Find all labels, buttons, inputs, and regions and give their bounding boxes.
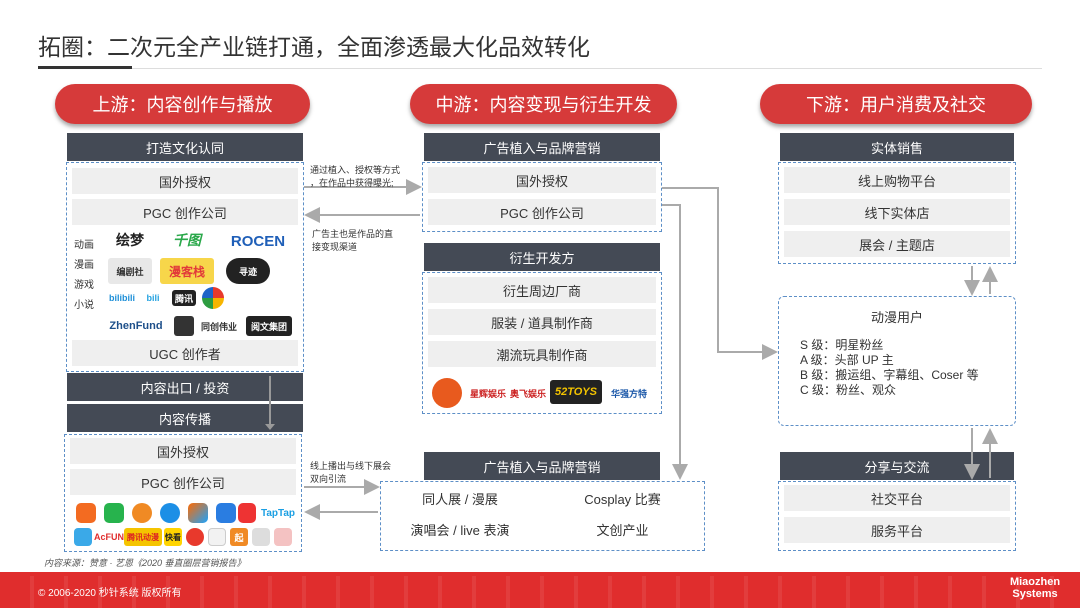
- midstream-header-ads: 广告植入与品牌营销: [424, 133, 660, 161]
- downstream-row-social: 社交平台: [784, 485, 1010, 511]
- source-note: 内容来源：赞意 · 艺恩《2020 垂直圈层营销报告》: [44, 558, 246, 568]
- downstream-pill: 下游：用户消费及社交: [760, 84, 1032, 124]
- platform-icon-youku: [160, 503, 180, 523]
- platform-icon-15: [252, 528, 270, 546]
- upstream-box-1: [66, 162, 304, 372]
- platform-icon-13: [208, 528, 226, 546]
- logo-qidian: 起: [230, 528, 248, 546]
- logo-mankezhan: 漫客栈: [160, 258, 214, 284]
- upstream-down-arrowhead: [265, 424, 275, 430]
- logo-tencent-icon: [202, 287, 224, 309]
- midstream-row-pgc: PGC 创作公司: [428, 199, 656, 225]
- logo-tencent-comic: 腾讯动漫: [124, 528, 162, 546]
- logo-xinghui: 星辉娱乐: [470, 388, 507, 399]
- genre-novel: 小说: [74, 300, 94, 311]
- midstream-grid-cultural: 文创产业: [596, 522, 649, 538]
- logo-bilibili: bili: [146, 293, 160, 303]
- logo-aofei: 奥飞娱乐: [510, 388, 547, 399]
- title-divider: [38, 68, 1042, 69]
- upstream-header-export: 内容出口 / 投资: [67, 373, 303, 401]
- note-placement: 通过植入、授权等方式 ，在作品中获得曝光;: [310, 165, 401, 188]
- midstream-row-merch: 衍生周边厂商: [428, 277, 656, 303]
- midstream-row-toys: 潮流玩具制作商: [428, 341, 656, 367]
- midstream-grid-cosplay: Cosplay 比赛: [584, 491, 661, 507]
- downstream-users-box: [778, 296, 1016, 426]
- downstream-row-online: 线上购物平台: [784, 167, 1010, 193]
- upstream-row-pgc: PGC 创作公司: [72, 199, 298, 225]
- midstream-box-1: [422, 162, 662, 232]
- midstream-header-ads-2: 广告植入与品牌营销: [424, 452, 660, 480]
- platform-icon-3: [132, 503, 152, 523]
- user-level-s: S 级：明星粉丝: [800, 338, 884, 352]
- platform-icon-12: [186, 528, 204, 546]
- platform-icon-huawei: [238, 503, 256, 523]
- downstream-row-service: 服务平台: [784, 517, 1010, 543]
- logo-qiantu: 千图: [173, 232, 201, 248]
- midstream-box-3: [380, 481, 705, 551]
- logo-tongchuang: 同创伟业: [200, 321, 237, 332]
- users-title: 动漫用户: [870, 310, 923, 325]
- midstream-header-derivative: 衍生开发方: [424, 243, 660, 271]
- midstream-row-costume: 服装 / 道具制作商: [428, 309, 656, 335]
- logo-huaqiang: 华强方特: [610, 388, 647, 399]
- upstream-pill: 上游：内容创作与播放: [55, 84, 310, 124]
- downstream-row-expo: 展会 / 主题店: [784, 231, 1010, 257]
- downstream-box-1: [778, 162, 1016, 264]
- upstream-header-culture: 打造文化认同: [67, 133, 303, 161]
- user-level-b: B 级：搬运组、字幕组、Coser 等: [800, 368, 979, 382]
- logo-yuewen: 阅文集团: [246, 316, 292, 336]
- arrow-mid-down: [662, 204, 688, 480]
- logo-kuaikan: 快看: [164, 528, 182, 546]
- genre-game: 游戏: [74, 280, 94, 291]
- midstream-row-foreign-license: 国外授权: [428, 167, 656, 193]
- logo-derivative-1: [432, 378, 462, 408]
- logo-xunji: 寻迹: [226, 258, 270, 284]
- downstream-box-3: [778, 481, 1016, 551]
- logo-huimeng: 绘梦: [116, 232, 144, 248]
- footer-pattern: [0, 576, 1080, 608]
- user-level-c: C 级：粉丝、观众: [800, 383, 897, 397]
- user-level-a: A 级：头部 UP 主: [800, 353, 894, 367]
- logo-rocen: ROCEN: [230, 232, 286, 250]
- footer-brand-logo: Miaozhen Systems: [1009, 576, 1061, 600]
- logo-taptap: TapTap: [260, 507, 296, 519]
- upstream-row-foreign-license: 国外授权: [72, 168, 298, 194]
- platform-icon-1: [76, 503, 96, 523]
- logo-small-3: 腾讯: [172, 290, 196, 306]
- downstream-row-offline: 线下实体店: [784, 199, 1010, 225]
- logo-bianjushe: 编剧社: [108, 258, 152, 284]
- arrow-mid-to-users: [662, 187, 778, 360]
- upstream-down-arrow: [269, 376, 271, 428]
- platform-icon-appstore: [216, 503, 236, 523]
- platform-icon-tencent-video: [188, 503, 208, 523]
- platform-icon-16: [274, 528, 292, 546]
- note-advertiser: 广告主也是作品的直 接变现渠道: [312, 229, 394, 252]
- platform-icon-iqiyi: [104, 503, 124, 523]
- logo-tongchuang-icon: [174, 316, 194, 336]
- logo-acfun: AcFUN: [94, 532, 125, 542]
- upstream-row2-foreign-license: 国外授权: [70, 438, 296, 464]
- footer-copyright: © 2006-2020 秒针系统 版权所有: [38, 588, 182, 599]
- upstream-header-spread: 内容传播: [67, 404, 303, 432]
- genre-comic: 漫画: [74, 260, 94, 271]
- logo-zhenfund: ZhenFund: [109, 320, 163, 332]
- midstream-grid-concert: 演唱会 / live 表演: [410, 522, 510, 538]
- upstream-row-ugc: UGC 创作者: [72, 340, 298, 366]
- title-underline: [38, 66, 132, 69]
- downstream-header-retail: 实体销售: [780, 133, 1014, 161]
- note-online-offline: 线上播出与线下展会 双向引流: [310, 461, 392, 484]
- upstream-row2-pgc: PGC 创作公司: [70, 469, 296, 495]
- upstream-box-2: [64, 434, 302, 552]
- midstream-pill: 中游：内容变现与衍生开发: [410, 84, 677, 124]
- genre-animation: 动画: [74, 240, 94, 251]
- logo-52toys: 52TOYS: [550, 380, 602, 404]
- page-title: 拓圈：二次元全产业链打通，全面渗透最大化品效转化: [38, 34, 590, 60]
- footer-bar: [0, 572, 1080, 608]
- platform-icon-bili: [74, 528, 92, 546]
- midstream-grid-expo: 同人展 / 漫展: [422, 491, 498, 507]
- midstream-box-2: [422, 272, 662, 414]
- logo-small-1: bilibili: [109, 293, 135, 303]
